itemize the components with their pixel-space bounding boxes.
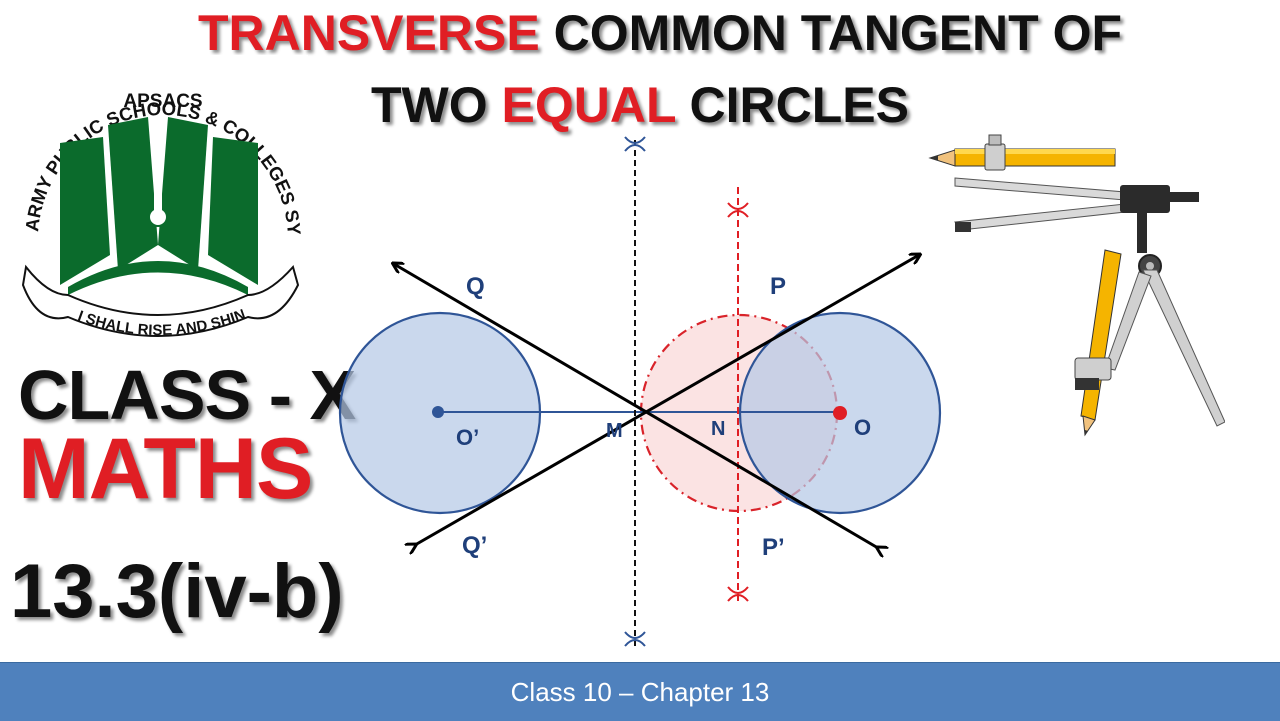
subject-label: MATHS <box>18 421 313 517</box>
arc-mark-top-red <box>727 202 749 218</box>
label-o: O <box>854 415 871 440</box>
arc-mark-bottom-black <box>624 631 646 647</box>
title-word-equal: EQUAL <box>501 77 676 133</box>
label-p-prime: P’ <box>762 534 785 561</box>
point-o <box>833 406 847 420</box>
class-label: CLASS - X <box>18 356 356 434</box>
tangent-line-q-prime-p <box>415 255 919 545</box>
pencil-icon <box>928 134 1116 171</box>
book-logo-icon: ARMY PUBLIC SCHOOLS & COLLEGES SYSTEM AP… <box>0 38 305 339</box>
footer-bar: Class 10 – Chapter 13 <box>0 662 1280 721</box>
title-line-1: TRANSVERSE COMMON TANGENT OF <box>20 4 1280 62</box>
label-o-prime: O’ <box>456 425 479 450</box>
label-m: M <box>606 420 623 442</box>
label-q-prime: Q’ <box>462 532 487 559</box>
arc-mark-top-black <box>624 136 646 152</box>
title-line-2: TWO EQUAL CIRCLES <box>0 76 1280 134</box>
label-n: N <box>711 418 725 440</box>
title-rest-1: COMMON TANGENT OF <box>539 5 1123 61</box>
title-word-transverse: TRANSVERSE <box>197 5 540 61</box>
logo-acronym: APSACS <box>123 91 202 112</box>
label-p: P <box>770 273 786 300</box>
point-o-prime <box>432 406 444 418</box>
compass-icon <box>925 130 1226 440</box>
school-logo: ARMY PUBLIC SCHOOLS & COLLEGES SYSTEM AP… <box>0 38 308 360</box>
geometry-diagram: Q P Q’ P’ O’ M N O <box>330 125 970 665</box>
footer-text: Class 10 – Chapter 13 <box>510 676 770 707</box>
section-number: 13.3(iv-b) <box>10 549 344 634</box>
arc-mark-bottom-red <box>727 586 749 602</box>
title-word-two: TWO <box>371 77 502 133</box>
title-word-circles: CIRCLES <box>675 77 909 133</box>
label-q: Q <box>466 273 485 300</box>
